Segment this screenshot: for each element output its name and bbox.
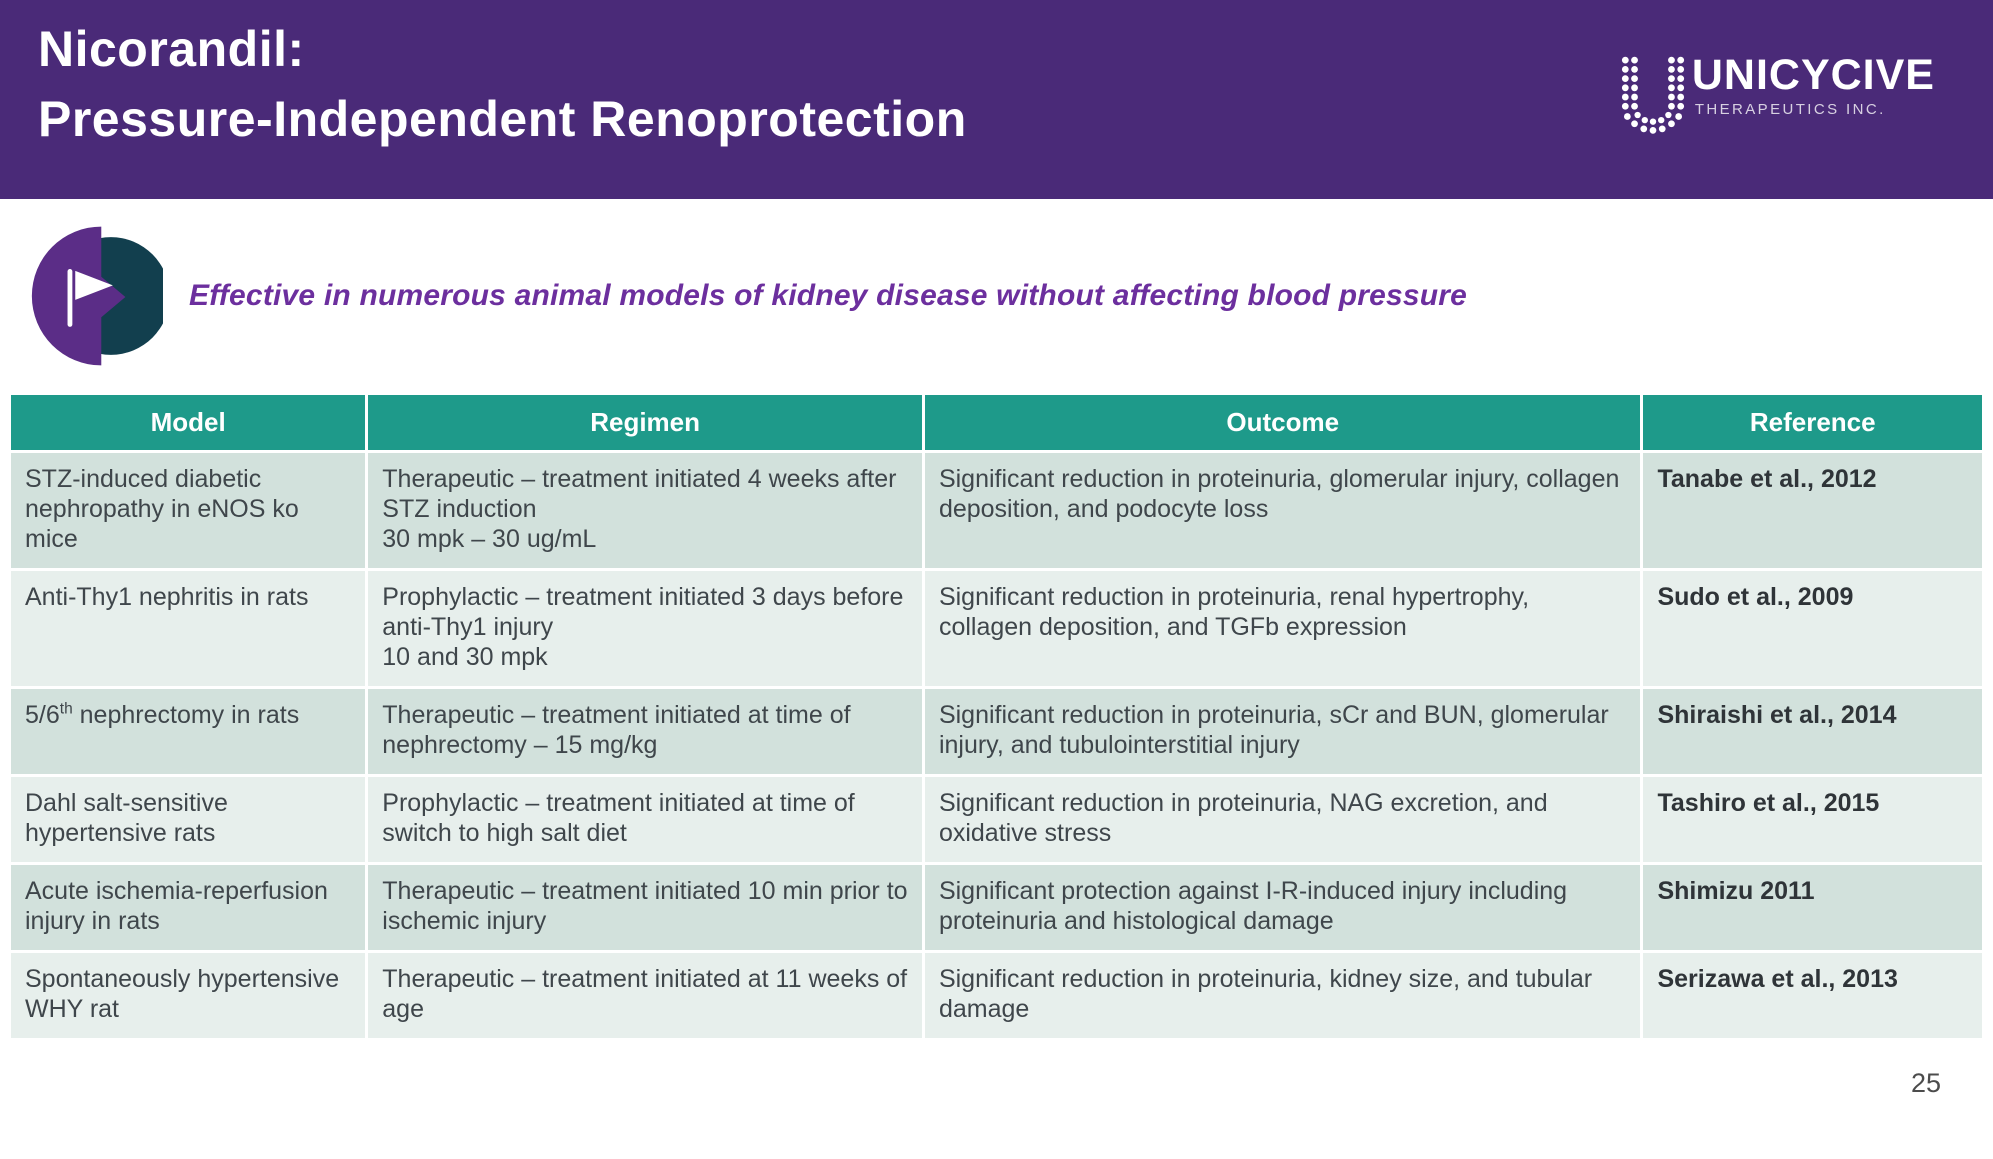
table-row: Anti-Thy1 nephritis in rats Prophylactic… — [7, 568, 1985, 689]
logo-subtitle: THERAPEUTICS INC. — [1694, 101, 1886, 118]
regimen-line: Therapeutic – treatment initiated at tim… — [382, 701, 851, 759]
table-header-row: Model Regimen Outcome Reference — [7, 392, 1985, 453]
reference-cell: Sudo et al., 2009 — [1640, 568, 1985, 689]
outcome-cell: Significant reduction in proteinuria, re… — [921, 568, 1644, 689]
reference-cell: Shimizu 2011 — [1640, 862, 1985, 953]
model-cell: STZ-induced diabetic nephropathy in eNOS… — [7, 450, 369, 571]
title-line-2: Pressure-Independent Renoprotection — [38, 91, 967, 147]
key-message-callout: Effective in numerous animal models of k… — [28, 222, 1467, 370]
column-header-outcome: Outcome — [921, 392, 1644, 453]
regimen-line: Therapeutic – treatment initiated 4 week… — [382, 465, 897, 523]
title-line-1: Nicorandil: — [38, 21, 305, 77]
page-number: 25 — [1910, 1068, 1941, 1098]
regimen-line: Prophylactic – treatment initiated 3 day… — [382, 583, 904, 641]
regimen-cell: Prophylactic – treatment initiated 3 day… — [365, 568, 925, 689]
regimen-line: Therapeutic – treatment initiated at 11 … — [382, 965, 908, 1023]
animal-models-table: Model Regimen Outcome Reference STZ-indu… — [7, 392, 1985, 1041]
regimen-cell: Prophylactic – treatment initiated at ti… — [365, 774, 925, 865]
table-row: Dahl salt-sensitive hypertensive rats Pr… — [7, 774, 1985, 865]
reference-cell: Tanabe et al., 2012 — [1640, 450, 1985, 571]
superscript: th — [59, 700, 73, 718]
regimen-line: 10 and 30 mpk — [382, 643, 548, 671]
dotted-u-logo-icon — [1621, 56, 1684, 134]
table-row: 5/6th nephrectomy in rats Therapeutic – … — [7, 686, 1985, 777]
column-header-model: Model — [7, 392, 369, 453]
outcome-cell: Significant reduction in proteinuria, sC… — [921, 686, 1644, 777]
header-banner: Nicorandil: Pressure-Independent Renopro… — [0, 0, 1993, 199]
regimen-line: Therapeutic – treatment initiated 10 min… — [382, 877, 908, 935]
model-cell: 5/6th nephrectomy in rats — [7, 686, 369, 777]
model-cell: Dahl salt-sensitive hypertensive rats — [7, 774, 369, 865]
reference-cell: Serizawa et al., 2013 — [1640, 950, 1985, 1041]
flag-icon — [31, 226, 163, 366]
page-title: Nicorandil: Pressure-Independent Renopro… — [38, 14, 967, 154]
table-row: Acute ischemia-reperfusion injury in rat… — [7, 862, 1985, 953]
outcome-cell: Significant reduction in proteinuria, ki… — [921, 950, 1644, 1041]
model-cell: Anti-Thy1 nephritis in rats — [7, 568, 369, 689]
reference-cell: Shiraishi et al., 2014 — [1640, 686, 1985, 777]
logo-text: UNICYCIVE THERAPEUTICS INC. — [1692, 52, 1935, 118]
regimen-cell: Therapeutic – treatment initiated at tim… — [365, 686, 925, 777]
outcome-cell: Significant protection against I-R-induc… — [921, 862, 1644, 953]
reference-cell: Tashiro et al., 2015 — [1640, 774, 1985, 865]
column-header-regimen: Regimen — [365, 392, 925, 453]
column-header-reference: Reference — [1640, 392, 1985, 453]
regimen-cell: Therapeutic – treatment initiated 10 min… — [365, 862, 925, 953]
table-row: Spontaneously hypertensive WHY rat Thera… — [7, 950, 1985, 1041]
regimen-cell: Therapeutic – treatment initiated 4 week… — [365, 450, 925, 571]
outcome-cell: Significant reduction in proteinuria, gl… — [921, 450, 1644, 571]
key-message-text: Effective in numerous animal models of k… — [189, 279, 1468, 312]
model-cell: Spontaneously hypertensive WHY rat — [7, 950, 369, 1041]
regimen-line: 30 mpk – 30 ug/mL — [382, 525, 597, 553]
outcome-cell: Significant reduction in proteinuria, NA… — [921, 774, 1644, 865]
table-row: STZ-induced diabetic nephropathy in eNOS… — [7, 450, 1985, 571]
regimen-cell: Therapeutic – treatment initiated at 11 … — [365, 950, 925, 1041]
model-cell: Acute ischemia-reperfusion injury in rat… — [7, 862, 369, 953]
logo-company-name: UNICYCIVE — [1691, 51, 1935, 99]
regimen-line: Prophylactic – treatment initiated at ti… — [382, 789, 855, 847]
company-logo: UNICYCIVE THERAPEUTICS INC. — [1621, 52, 1935, 135]
